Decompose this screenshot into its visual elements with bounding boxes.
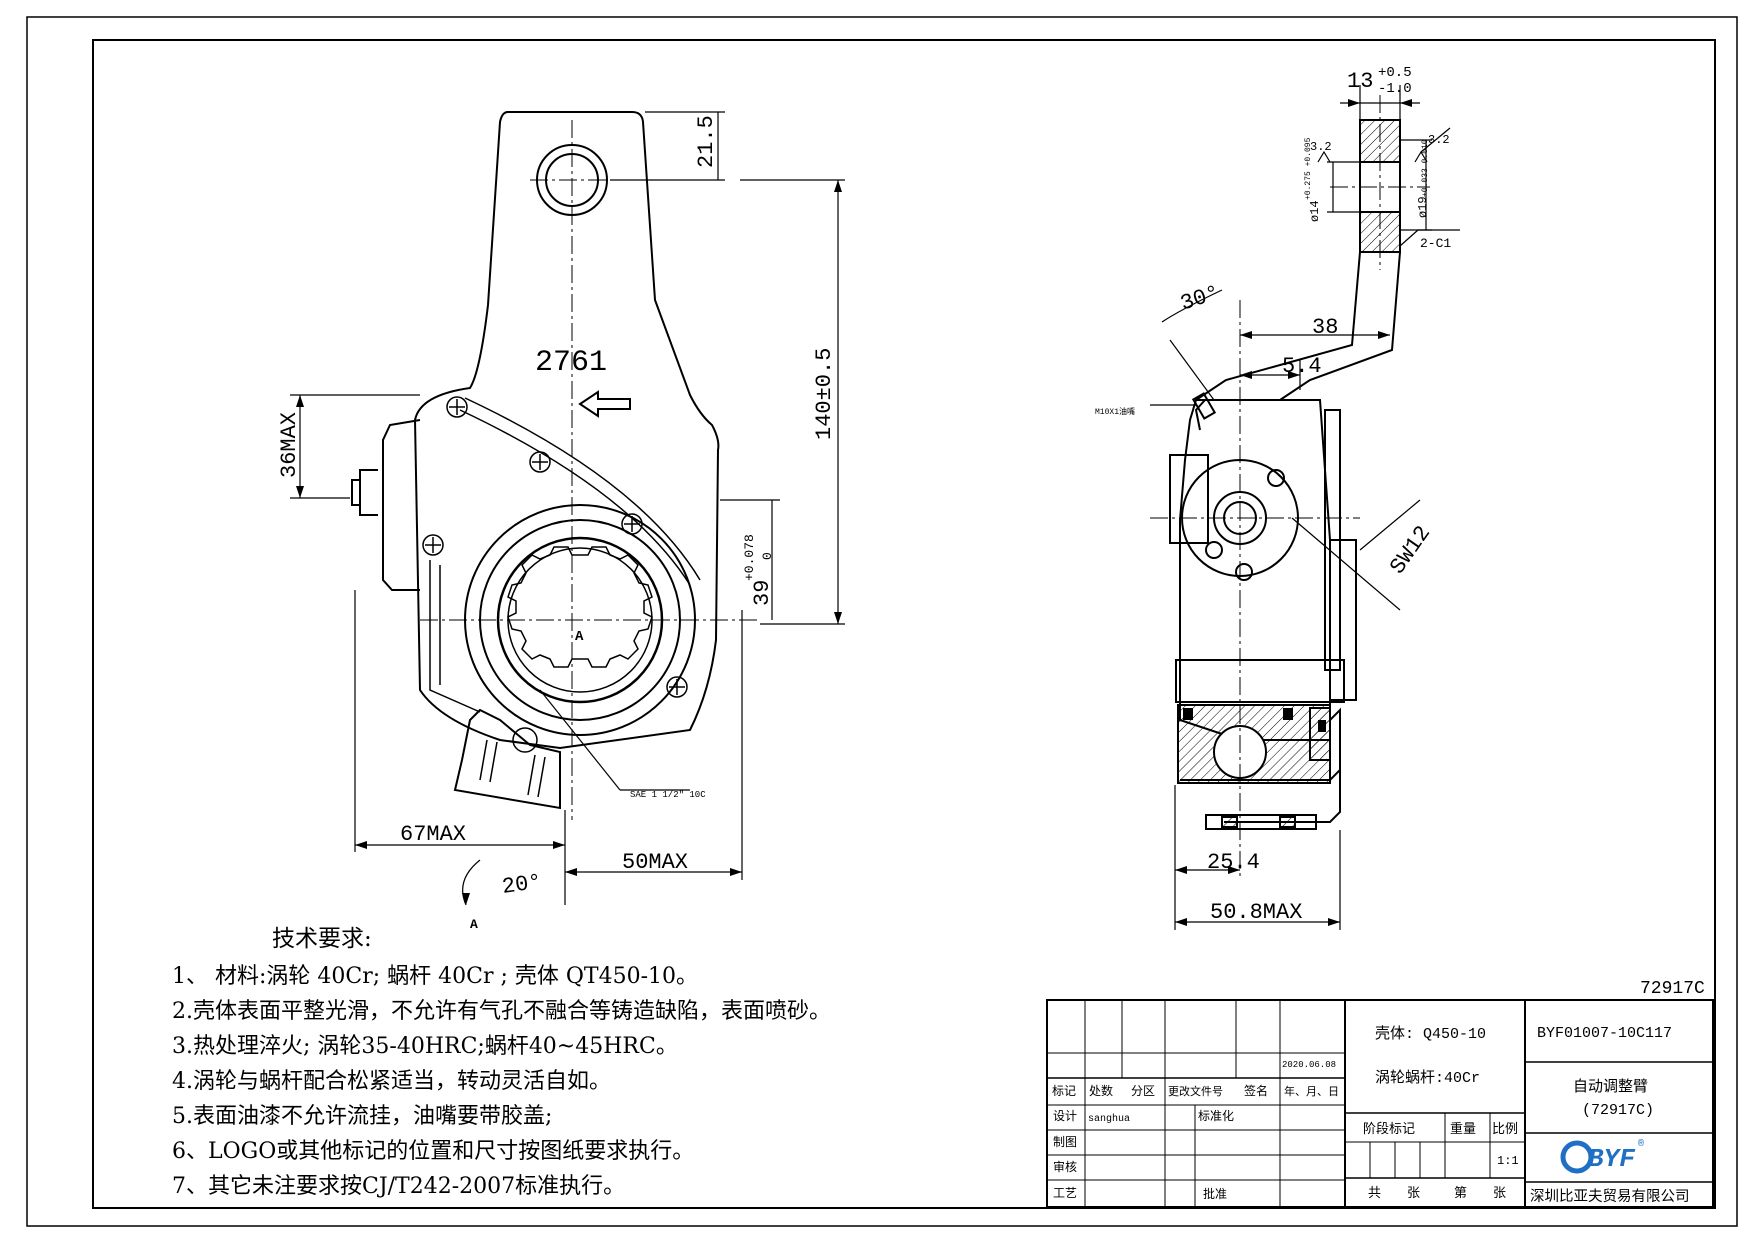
tb-standard-label: 标准化	[1198, 1109, 1234, 1124]
tb-sheet-no: 第	[1454, 1186, 1467, 1201]
tb-date: 2020.06.08	[1282, 1060, 1336, 1070]
tb-sheets-total: 共	[1368, 1186, 1381, 1201]
dim-20deg: 20°	[500, 870, 543, 900]
dim-39-tol-upper: +0.078	[742, 534, 757, 581]
dim-39-tol-lower: 0	[760, 552, 775, 560]
notes-title: 技术要求:	[272, 926, 372, 952]
dim-sw12: SW12	[1385, 521, 1436, 579]
tb-part-name: 自动调整臂	[1573, 1078, 1648, 1096]
center-lines	[420, 120, 760, 820]
tb-weight-label: 重量	[1450, 1121, 1476, 1137]
dim-phi14: ø14	[1308, 200, 1322, 222]
dim-140: 140±0.5	[812, 348, 837, 440]
note-item-5: 5.表面油漆不允许流挂，油嘴要带胶盖;	[172, 1104, 553, 1129]
logo-registered: ®	[1638, 1138, 1644, 1150]
tb-company: 深圳比亚夫贸易有限公司	[1530, 1188, 1690, 1206]
front-dimension-arrows	[296, 180, 842, 905]
dim-5-4: 5.4	[1282, 354, 1322, 379]
dim-13: 13	[1347, 69, 1373, 94]
title-block-grid	[1046, 999, 1714, 1208]
side-view	[1169, 119, 1401, 830]
note-item-3: 3.热处理淬火; 涡轮35-40HRC;蜗杆40~45HRC。	[172, 1034, 678, 1059]
note-item-2: 2.壳体表面平整光滑，不允许有气孔不融合等铸造缺陷，表面喷砂。	[172, 999, 831, 1024]
dim-13-tol-lower: -1.0	[1378, 81, 1412, 97]
tb-sheets-unit: 张	[1407, 1186, 1420, 1201]
spline-note: SAE 1 1/2" 10C	[630, 790, 706, 800]
seal-marks	[1183, 708, 1326, 732]
tb-material-worm: 涡轮蜗杆:40Cr	[1375, 1069, 1480, 1087]
chamfer-note: 2-C1	[1420, 236, 1451, 251]
dim-phi19: ø19	[1416, 196, 1430, 218]
direction-arrow	[578, 390, 631, 418]
tb-header-zone: 分区	[1131, 1084, 1155, 1099]
tb-approve-label: 批准	[1203, 1186, 1227, 1202]
dim-39: 39	[750, 580, 775, 606]
dim-36max: 36MAX	[277, 412, 302, 478]
logo-ring-icon	[1560, 1140, 1594, 1174]
company-logo: BYF ®	[1560, 1138, 1644, 1174]
center-label-a: A	[575, 629, 584, 645]
tb-header-mark: 标记	[1052, 1084, 1076, 1099]
note-item-4: 4.涡轮与蜗杆配合松紧适当，转动灵活自如。	[172, 1069, 611, 1094]
number-2761: 2761	[535, 346, 607, 380]
tb-header-date: 年、月、日	[1284, 1084, 1339, 1099]
front-dimension-lines	[290, 111, 845, 906]
side-dimension-arrows	[1175, 99, 1412, 926]
tb-header-change-doc: 更改文件号	[1168, 1084, 1223, 1099]
roughness-right: 3.2	[1428, 133, 1450, 147]
tb-header-count: 处数	[1089, 1083, 1113, 1099]
technical-requirements: 技术要求: 1、 材料:涡轮 40Cr; 蜗杆 40Cr ; 壳体 QT450-…	[172, 922, 912, 1204]
tb-material-housing: 壳体: Q450-10	[1375, 1025, 1486, 1043]
note-item-6: 6、LOGO或其他标记的位置和尺寸按图纸要求执行。	[172, 1139, 695, 1164]
outer-border	[26, 16, 1738, 1227]
tb-process-label: 工艺	[1053, 1186, 1077, 1201]
tb-designer-label: 设计	[1053, 1109, 1077, 1124]
note-item-7: 7、其它未注要求按CJ/T242-2007标准执行。	[172, 1174, 626, 1199]
tb-drawing-no: BYF01007-10C117	[1537, 1025, 1672, 1042]
dim-13-tol-upper: +0.5	[1378, 65, 1412, 81]
dim-phi19-tol: +0.033 0.010	[1421, 139, 1430, 197]
roughness-left: 3.2	[1310, 140, 1332, 154]
tb-header-sign: 签名	[1244, 1083, 1268, 1099]
tb-part-code: (72917C)	[1582, 1102, 1654, 1119]
dim-25-4: 25.4	[1207, 850, 1260, 875]
logo-text: BYF	[1588, 1144, 1636, 1174]
side-center-lines	[1150, 95, 1430, 880]
dim-21-5: 21.5	[694, 115, 719, 168]
dim-67max: 67MAX	[400, 822, 466, 847]
tb-sheet-unit2: 张	[1493, 1186, 1506, 1201]
tb-designer: sanghua	[1088, 1113, 1130, 1125]
title-block-text: 2020.06.08 标记 处数 分区 更改文件号 签名 年、月、日 设计 sa…	[1052, 1025, 1690, 1206]
part-number: 72917C	[1640, 979, 1705, 999]
tb-scale-label: 比例	[1492, 1122, 1518, 1137]
inner-frame	[92, 39, 1716, 1209]
dim-38: 38	[1312, 315, 1338, 340]
note-item-1: 1、 材料:涡轮 40Cr; 蜗杆 40Cr ; 壳体 QT450-10。	[172, 964, 699, 989]
tb-reviewer-label: 审核	[1053, 1159, 1077, 1175]
tb-stage-label: 阶段标记	[1363, 1122, 1415, 1137]
tb-drafter-label: 制图	[1053, 1135, 1077, 1150]
dim-phi14-tol: +0.275 +0.095	[1304, 137, 1313, 200]
side-dimension-lines	[1150, 85, 1460, 930]
dim-50max: 50MAX	[622, 850, 688, 875]
front-view	[351, 111, 720, 810]
view-label-a: A	[470, 917, 478, 932]
dim-50-8max: 50.8MAX	[1210, 900, 1302, 925]
screw-marks	[422, 396, 688, 698]
dim-30deg: 30°	[1177, 281, 1222, 317]
grease-fitting-note: M10X1油嘴	[1095, 406, 1135, 417]
tb-scale-value: 1:1	[1497, 1154, 1519, 1168]
